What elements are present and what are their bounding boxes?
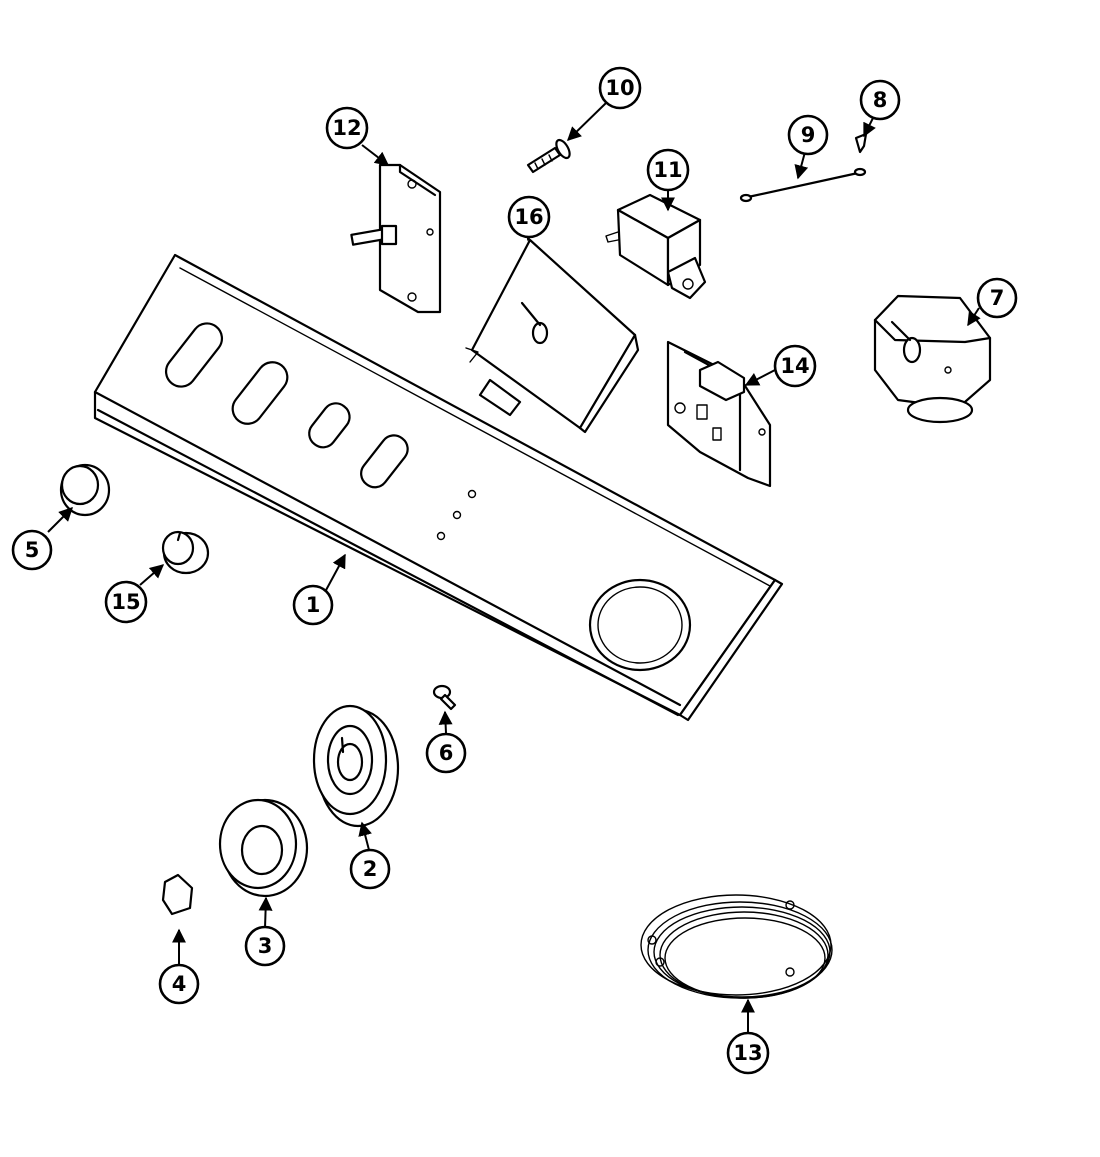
svg-text:5: 5: [25, 538, 40, 562]
svg-text:3: 3: [258, 934, 273, 958]
svg-text:8: 8: [873, 88, 888, 112]
clip-part: [854, 132, 868, 154]
callout-14: 14: [773, 344, 817, 388]
svg-text:12: 12: [332, 116, 361, 140]
svg-text:10: 10: [605, 76, 634, 100]
small-screw-part: [432, 684, 457, 711]
callout-3: 3: [244, 925, 286, 967]
svg-text:15: 15: [111, 590, 140, 614]
callout-9: 9: [787, 114, 829, 156]
callouts: 1 2 3 4 5 6 7 8: [11, 66, 1018, 1075]
callout-4: 4: [158, 963, 200, 1005]
svg-text:14: 14: [780, 354, 809, 378]
callout-11: 11: [646, 148, 690, 192]
wire-jumper-part: [739, 167, 867, 203]
control-panel-part: [93, 253, 784, 722]
button-cap-part: [59, 463, 111, 517]
svg-text:4: 4: [172, 972, 187, 996]
leader-lines: [47, 102, 981, 1035]
svg-text:11: 11: [653, 158, 682, 182]
svg-text:6: 6: [439, 741, 454, 765]
callout-10: 10: [598, 66, 642, 110]
callout-2: 2: [349, 848, 391, 890]
wire-harness-part: [640, 894, 833, 999]
callout-7: 7: [976, 277, 1018, 319]
svg-text:13: 13: [733, 1041, 762, 1065]
callout-1: 1: [292, 584, 334, 626]
relay-part: [605, 193, 707, 300]
svg-text:16: 16: [514, 205, 543, 229]
callout-5: 5: [11, 529, 53, 571]
callout-16: 16: [507, 195, 551, 239]
switch-housing-part: [873, 294, 992, 424]
svg-text:7: 7: [990, 286, 1005, 310]
svg-text:2: 2: [363, 857, 378, 881]
timer-part: [465, 238, 640, 434]
control-knob-part: [218, 798, 309, 898]
callout-13: 13: [726, 1031, 770, 1075]
svg-text:9: 9: [801, 123, 816, 147]
callout-8: 8: [859, 79, 901, 121]
switch-bracket-part: [350, 163, 442, 314]
svg-text:1: 1: [306, 593, 321, 617]
callout-12: 12: [325, 106, 369, 150]
small-knob-part: [161, 530, 210, 575]
callout-6: 6: [425, 732, 467, 774]
screw-part: [526, 138, 571, 174]
callout-15: 15: [104, 580, 148, 624]
knob-insert-part: [161, 873, 194, 916]
timer-knob-part: [312, 704, 400, 828]
mounting-bracket-part: [666, 340, 772, 488]
